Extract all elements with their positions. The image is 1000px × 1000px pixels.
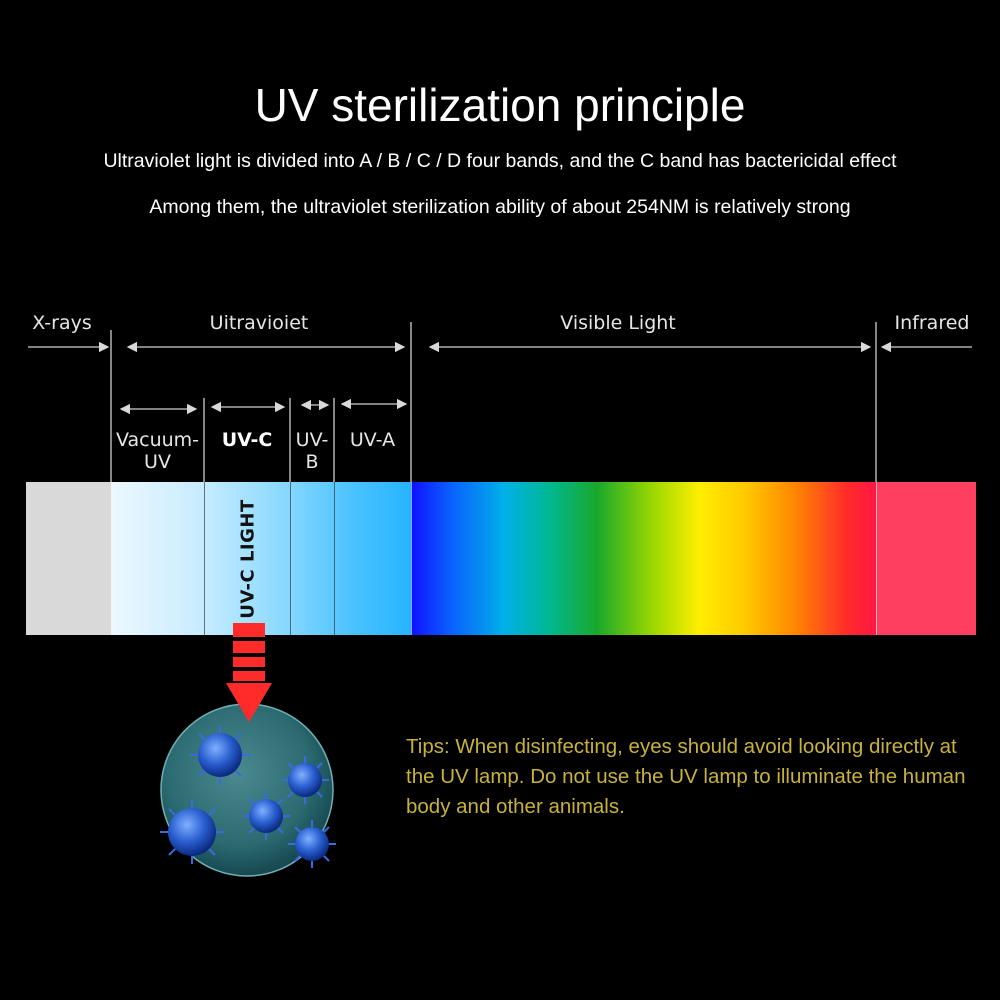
uvc-light-label: UV-C LIGHT — [237, 498, 259, 619]
band-ultraviolet — [111, 482, 411, 635]
label-uvb: UV- B — [290, 429, 334, 474]
subtitle-bands: Ultraviolet light is divided into A / B … — [103, 150, 897, 172]
label-uva: UV-A — [349, 429, 396, 451]
label-vacuum-uv-line1: Vacuum- — [115, 429, 200, 451]
label-uvb-line1: UV- — [295, 429, 329, 451]
safety-tips: Tips: When disinfecting, eyes should avo… — [406, 735, 966, 818]
band-infrared — [876, 482, 976, 635]
label-infrared: Infrared — [894, 312, 970, 334]
down-arrow-icon — [226, 623, 272, 722]
label-ultraviolet: Uitravioiet — [209, 312, 309, 334]
label-xrays: X-rays — [32, 312, 92, 334]
band-divider-4 — [411, 482, 412, 635]
virus-icons — [160, 725, 336, 868]
page-title: UV sterilization principle — [254, 79, 746, 131]
label-vacuum-uv-line2: UV — [144, 450, 171, 473]
label-uvc: UV-C — [221, 429, 273, 451]
label-vacuum-uv: Vacuum- UV — [111, 429, 204, 474]
label-visible-light: Visible Light — [560, 312, 676, 334]
band-divider-2 — [290, 482, 291, 635]
virus-illustration — [160, 623, 336, 877]
band-xrays — [26, 482, 111, 635]
band-divider-1 — [204, 482, 205, 635]
band-visible-light — [411, 482, 876, 635]
subtitle-254nm: Among them, the ultraviolet sterilizatio… — [149, 196, 851, 218]
label-uvb-line2: B — [305, 450, 319, 473]
band-divider-3 — [334, 482, 335, 635]
band-divider-5 — [876, 482, 877, 635]
